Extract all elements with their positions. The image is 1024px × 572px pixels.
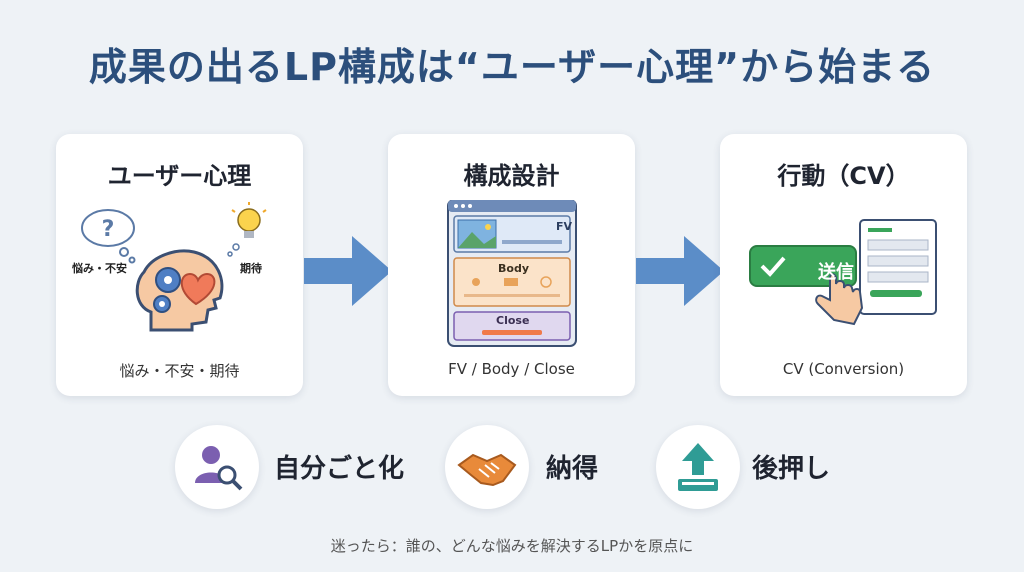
arrow-right-icon bbox=[304, 236, 392, 306]
hand-pointer-icon bbox=[815, 273, 864, 326]
svg-text:?: ? bbox=[102, 217, 115, 242]
footer-note: 迷ったら：誰の、どんな悩みを解決するLPかを原点に bbox=[330, 537, 694, 555]
label-worry-anxiety: 悩み・不安 bbox=[72, 262, 127, 275]
card-title: 行動（CV） bbox=[777, 162, 910, 190]
card-title: 構成設計 bbox=[463, 162, 560, 190]
card-caption: 悩み・不安・期待 bbox=[119, 362, 240, 380]
card-caption: FV / Body / Close bbox=[448, 360, 575, 378]
circle-push bbox=[656, 425, 740, 509]
circle-conviction bbox=[445, 425, 529, 509]
arrow-right-icon bbox=[636, 236, 724, 306]
card-title: ユーザー心理 bbox=[107, 162, 252, 190]
lp-wireframe-icon bbox=[447, 200, 577, 347]
section-close: Close bbox=[496, 314, 530, 327]
user-search-icon bbox=[195, 446, 243, 491]
value-label-push: 後押し bbox=[752, 454, 831, 484]
card-action-cv: 行動（CV） 送信 CV (Conversion) bbox=[720, 134, 967, 396]
section-fv: FV bbox=[556, 220, 573, 233]
handshake-icon bbox=[457, 453, 517, 487]
submit-button-label: 送信 bbox=[818, 262, 854, 283]
value-label-conviction: 納得 bbox=[546, 454, 599, 484]
head-heart-gear-icon: ? bbox=[81, 202, 267, 332]
heart-icon bbox=[180, 272, 216, 306]
submit-form-icon bbox=[749, 219, 937, 326]
card-caption: CV (Conversion) bbox=[782, 360, 905, 378]
gear-icon bbox=[153, 267, 181, 313]
card-structure-design: 構成設計 FV Body Close FV / Body / Close bbox=[388, 134, 635, 396]
lightbulb-icon bbox=[227, 202, 267, 257]
card-user-psychology: ユーザー心理 ? 悩み・不安 期待 悩 bbox=[56, 134, 303, 396]
upload-icon bbox=[678, 443, 718, 491]
page-title: 成果の出るLP構成は“ユーザー心理”から始まる bbox=[88, 45, 936, 89]
circle-self-relevance bbox=[175, 425, 259, 509]
check-icon bbox=[760, 256, 786, 277]
value-label-self-relevance: 自分ごと化 bbox=[274, 454, 405, 484]
label-expectation: 期待 bbox=[240, 262, 262, 275]
section-body: Body bbox=[498, 262, 529, 275]
question-cloud-icon: ? bbox=[81, 209, 136, 264]
